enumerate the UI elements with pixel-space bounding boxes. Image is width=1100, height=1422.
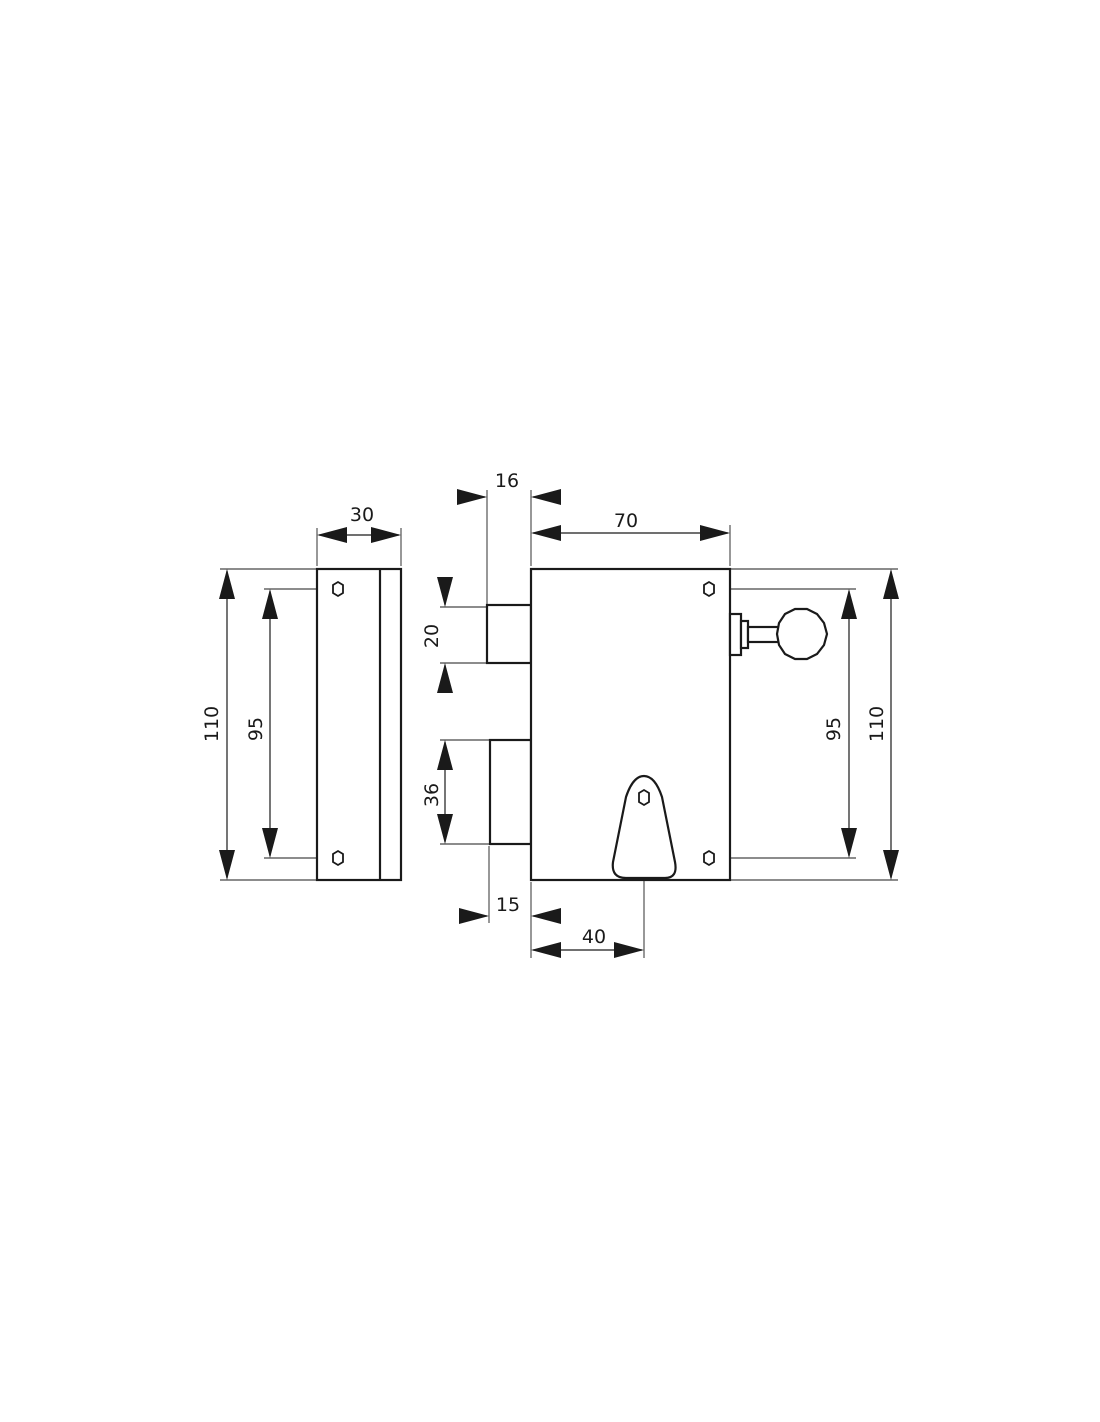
strike-hole-spacing-label: 95 <box>245 717 267 741</box>
lock-width-label: 70 <box>614 510 638 532</box>
strike-plate-body <box>315 567 403 882</box>
upper-bolt-height-label: 20 <box>421 624 443 648</box>
backset-label: 40 <box>582 926 606 948</box>
lock-body-view: 16 70 20 36 15 40 95 110 <box>421 470 899 958</box>
knob-base <box>728 612 743 657</box>
keyhole-icon <box>638 788 650 807</box>
lock-hole-spacing-label: 95 <box>823 717 845 741</box>
bolt-offset-label: 16 <box>495 470 519 492</box>
upper-bolt <box>485 603 533 665</box>
strike-width-label: 30 <box>350 504 374 526</box>
screw-hole <box>332 849 344 867</box>
lock-height-label: 110 <box>866 706 888 742</box>
screw-hole <box>703 849 715 867</box>
lower-bolt-offset-label: 15 <box>496 894 520 916</box>
strike-height-label: 110 <box>201 706 223 742</box>
keyhole-escutcheon <box>611 774 677 880</box>
screw-hole <box>703 580 715 598</box>
strike-plate-view: 30 110 95 <box>201 504 403 882</box>
lower-bolt-height-label: 36 <box>421 783 443 807</box>
lower-bolt <box>488 738 533 846</box>
screw-hole <box>332 580 344 598</box>
knob-icon[interactable] <box>775 607 829 661</box>
